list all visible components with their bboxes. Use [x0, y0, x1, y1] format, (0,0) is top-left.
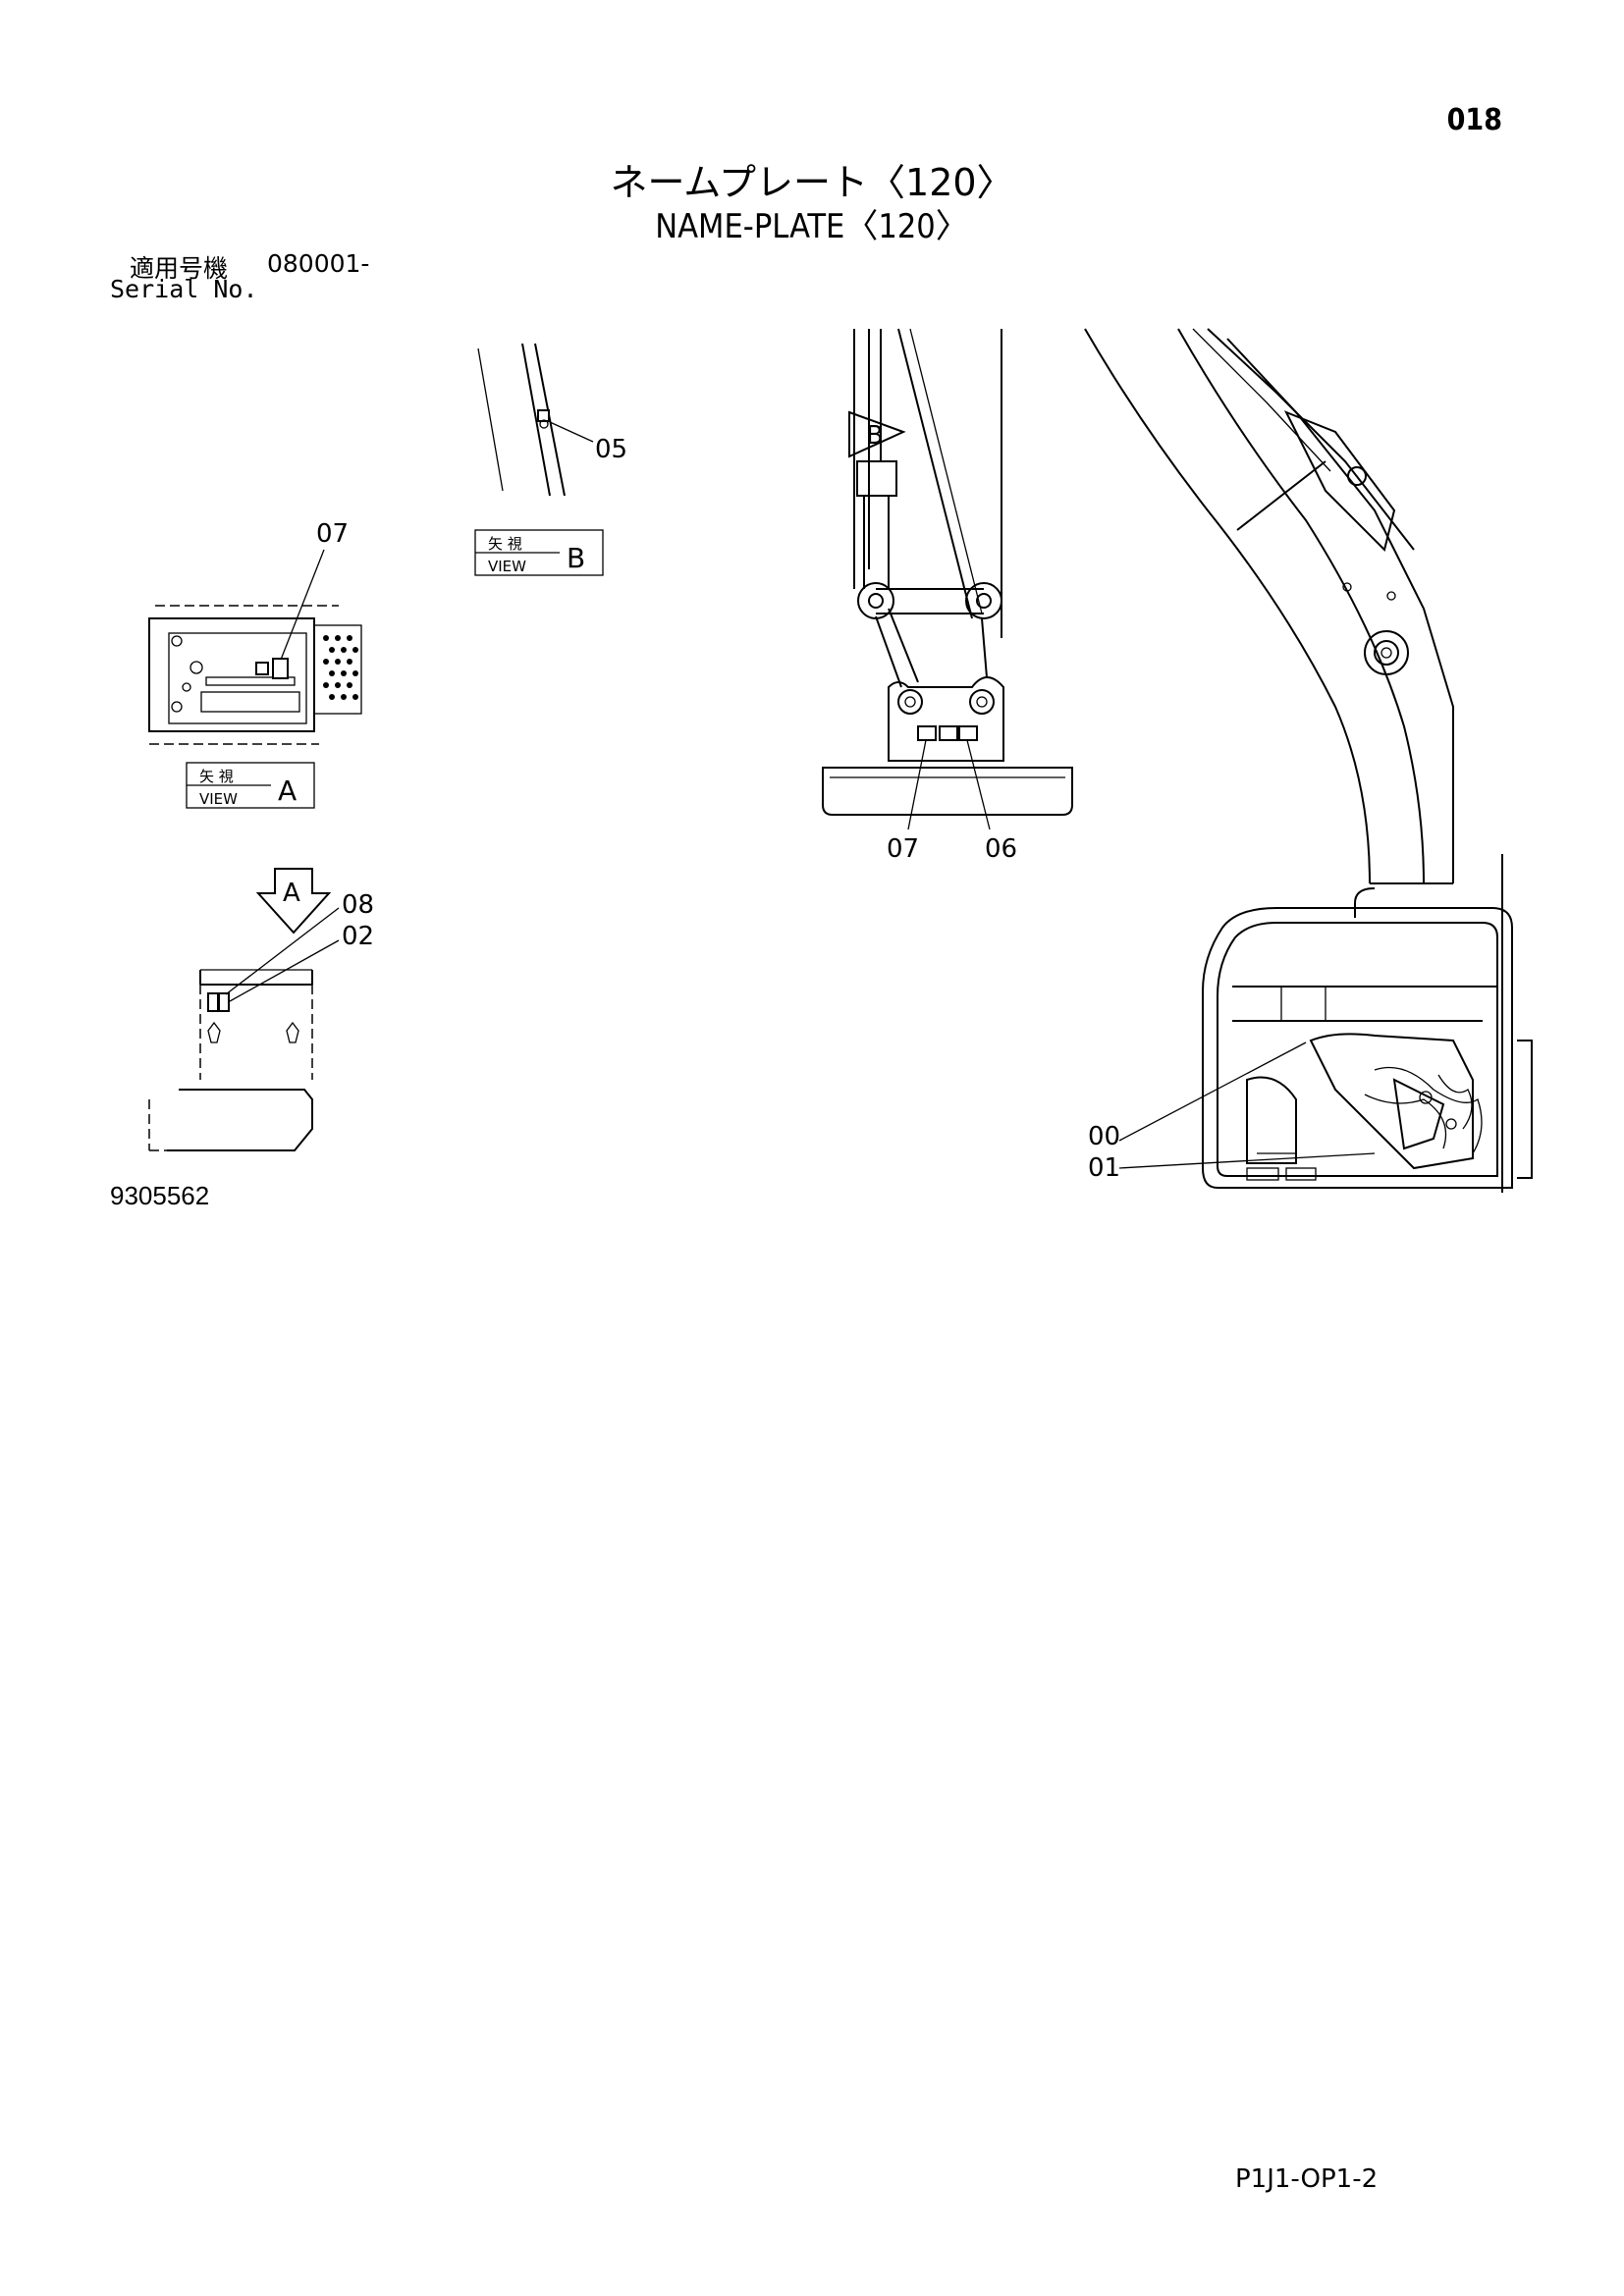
view-b-arrow [848, 410, 906, 458]
leader-07-view-a [280, 549, 325, 661]
view-b-label: 矢 視 VIEW B [474, 529, 604, 576]
serial-label-jp: 適用号機 [130, 254, 229, 283]
footer-code: P1J1-OP1-2 [1235, 2164, 1379, 2194]
view-b-letter: B [567, 542, 585, 574]
page-number: 018 [1446, 103, 1502, 137]
callout-01: 01 [1088, 1153, 1120, 1183]
leader-05 [549, 421, 594, 443]
perforated-panel [323, 635, 358, 700]
plate-02 [218, 992, 230, 1012]
view-a-label-en: VIEW [199, 790, 238, 808]
boom-and-cab: 00 01 [1084, 328, 1533, 1193]
lower-left-detail: 08 02 [148, 890, 374, 1151]
page-title-jp: ネームプレート〈120〉 [610, 161, 1014, 204]
leader-01 [1118, 1152, 1376, 1169]
page-title-en: NAME-PLATE〈120〉 [655, 207, 969, 246]
view-a-arrow-letter: A [283, 879, 300, 908]
view-a-letter: A [278, 774, 297, 807]
callout-00: 00 [1088, 1122, 1120, 1151]
callout-08: 08 [342, 890, 374, 920]
callout-02: 02 [342, 922, 374, 951]
view-a-detail: 07 [148, 519, 362, 745]
view-a-arrow: A [255, 868, 332, 934]
plate-08 [207, 992, 219, 1012]
leader-08 [225, 907, 340, 995]
drawing-number: 9305562 [110, 1181, 210, 1210]
callout-07-view-a: 07 [316, 519, 349, 549]
callout-06: 06 [985, 834, 1017, 864]
boom-cylinder-detail: B 07 06 [822, 328, 1073, 864]
view-b-arrow-letter: B [866, 421, 884, 451]
view-b-label-en: VIEW [488, 558, 526, 575]
plate-07-view-a [272, 658, 289, 679]
leader-06 [966, 739, 991, 830]
leader-00 [1118, 1041, 1307, 1142]
leader-07-boom [907, 739, 927, 830]
leader-02 [229, 939, 340, 1002]
view-b-detail: 05 [477, 343, 627, 497]
serial-label-en: Serial No. [110, 275, 258, 303]
plate-05 [537, 409, 550, 422]
view-a-label-jp: 矢 視 [199, 768, 234, 785]
view-b-label-jp: 矢 視 [488, 535, 522, 553]
plate-06 [958, 725, 978, 741]
view-a-label: 矢 視 VIEW A [186, 762, 315, 809]
callout-05: 05 [595, 435, 627, 464]
plate-07-boom [917, 725, 937, 741]
serial-value: 080001- [267, 249, 370, 278]
callout-07-boom: 07 [887, 834, 919, 864]
